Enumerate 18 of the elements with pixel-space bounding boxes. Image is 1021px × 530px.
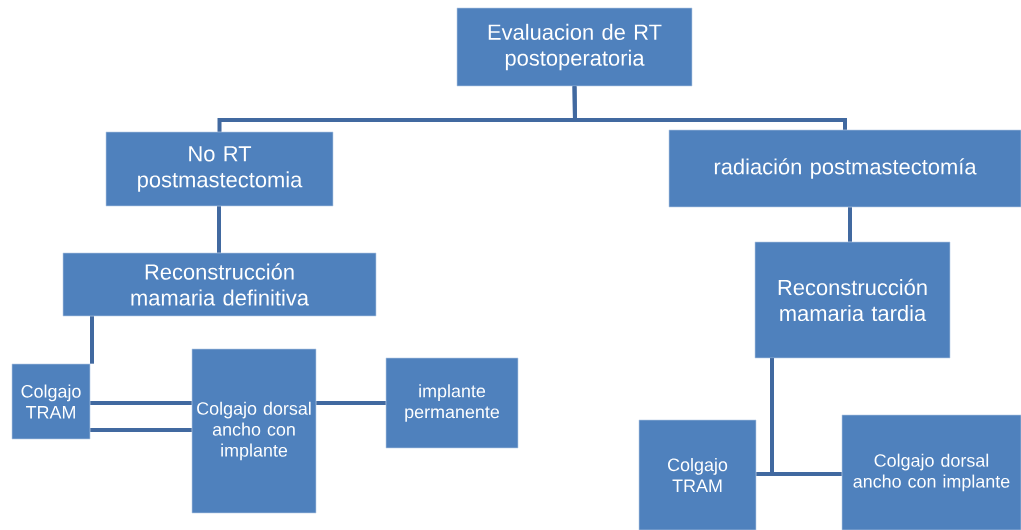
process-box: Colgajo TRAM bbox=[11, 363, 91, 440]
connector-line bbox=[217, 206, 221, 253]
process-box: Reconstrucción mamaria tardia bbox=[754, 241, 951, 359]
process-box: Colgajo dorsal ancho con implante bbox=[191, 348, 317, 514]
process-box: Colgajo TRAM bbox=[638, 419, 757, 530]
process-box: Colgajo dorsal ancho con implante bbox=[841, 414, 1021, 530]
connector-line bbox=[316, 401, 386, 405]
process-box: Evaluacion de RT postoperatoria bbox=[456, 7, 693, 87]
process-box: No RT postmastectomia bbox=[105, 131, 334, 207]
connector-line bbox=[90, 401, 192, 405]
connector-line bbox=[848, 207, 852, 242]
process-box: radiación postmastectomía bbox=[668, 129, 1021, 208]
connector-line bbox=[572, 86, 847, 130]
process-box: Reconstrucción mamaria definitiva bbox=[62, 252, 377, 317]
connector-line bbox=[90, 316, 94, 364]
connector-line bbox=[770, 358, 842, 476]
connector-line bbox=[90, 428, 192, 432]
process-box: implante permanente bbox=[385, 357, 519, 449]
